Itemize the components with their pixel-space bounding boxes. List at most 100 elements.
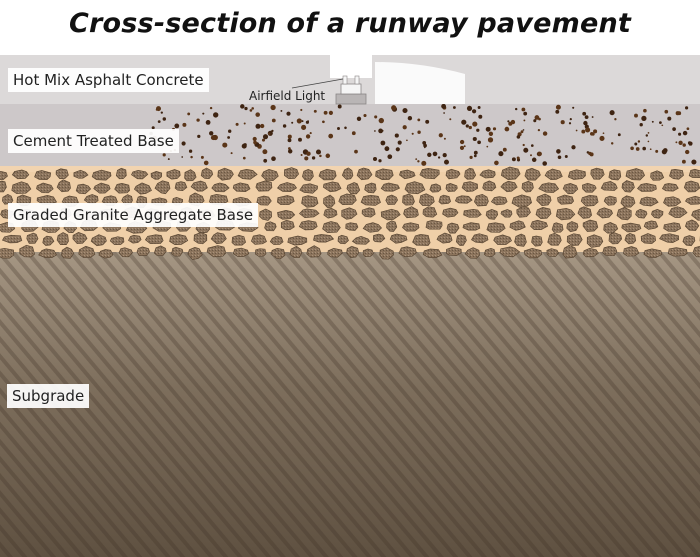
granite-stone — [643, 220, 659, 230]
aggregate-speckle — [667, 116, 672, 121]
aggregate-speckle — [263, 158, 268, 163]
granite-stone — [287, 235, 308, 246]
aggregate-speckle — [309, 132, 312, 135]
granite-stone — [667, 247, 688, 257]
aggregate-speckle — [417, 160, 420, 163]
aggregate-speckle — [687, 141, 692, 145]
aggregate-speckle — [313, 109, 317, 113]
aggregate-speckle — [417, 130, 421, 134]
granite-stone — [438, 194, 452, 205]
aggregate-speckle — [252, 136, 257, 142]
aggregate-speckle — [182, 122, 187, 127]
granite-stone — [144, 234, 164, 245]
aggregate-speckle — [235, 122, 239, 126]
granite-stone — [402, 222, 420, 232]
granite-stone — [557, 194, 574, 205]
granite-stone — [327, 248, 343, 258]
aggregate-speckle — [337, 127, 340, 130]
aggregate-speckle — [593, 129, 598, 134]
granite-stone — [523, 248, 543, 259]
aggregate-speckle — [682, 130, 688, 136]
graded-granite-aggregate-layer — [0, 162, 700, 260]
aggregate-speckle — [523, 111, 528, 116]
aggregate-speckle — [682, 143, 686, 147]
granite-stone — [115, 167, 127, 180]
aggregate-speckle — [487, 137, 494, 143]
aggregate-speckle — [609, 110, 615, 116]
granite-stone — [289, 245, 303, 259]
aggregate-speckle — [452, 106, 456, 109]
aggregate-speckle — [466, 105, 473, 111]
granite-stone — [36, 182, 54, 194]
aggregate-speckle — [196, 118, 200, 122]
granite-stone — [500, 209, 513, 218]
granite-stone — [538, 182, 560, 194]
granite-stone — [341, 167, 354, 180]
granite-stone — [217, 167, 234, 181]
aggregate-speckle — [328, 133, 334, 139]
aggregate-speckle — [262, 149, 268, 155]
aggregate-speckle — [323, 110, 328, 115]
aggregate-speckle — [686, 127, 690, 131]
granite-stone — [0, 180, 7, 193]
granite-stone — [345, 222, 359, 231]
diagram-title: Cross-section of a runway pavement — [69, 8, 631, 39]
aggregate-speckle — [681, 159, 686, 164]
granite-stone — [668, 206, 688, 218]
granite-stone — [255, 180, 273, 192]
aggregate-speckle — [533, 119, 537, 123]
granite-stone — [461, 181, 479, 192]
aggregate-speckle — [444, 159, 449, 165]
aggregate-speckle — [425, 119, 430, 124]
aggregate-speckle — [322, 120, 325, 124]
granite-stone — [562, 244, 578, 259]
aggregate-speckle — [301, 120, 304, 123]
aggregate-speckle — [280, 109, 283, 112]
aggregate-speckle — [378, 128, 383, 134]
aggregate-speckle — [459, 139, 465, 145]
aggregate-speckle — [298, 137, 302, 142]
aggregate-speckle — [197, 134, 201, 139]
aggregate-speckle — [502, 147, 507, 152]
aggregate-speckle — [427, 152, 432, 157]
granite-stone — [128, 234, 142, 244]
granite-stone — [514, 233, 527, 247]
aggregate-speckle — [271, 156, 276, 162]
aggregate-speckle — [243, 122, 246, 125]
granite-stone — [322, 181, 342, 193]
granite-stone — [364, 182, 377, 194]
aggregate-speckle — [301, 124, 307, 130]
aggregate-speckle — [675, 111, 680, 116]
granite-stone — [346, 245, 360, 258]
granite-stone — [535, 207, 552, 219]
aggregate-speckle — [421, 160, 427, 166]
granite-stone — [72, 232, 88, 245]
aggregate-speckle — [253, 140, 257, 145]
granite-stone — [322, 221, 341, 234]
granite-stone — [640, 233, 656, 245]
aggregate-speckle — [477, 140, 481, 145]
granite-stone — [210, 232, 227, 245]
aggregate-speckle — [469, 155, 473, 159]
granite-stone — [683, 180, 700, 193]
aggregate-speckle — [655, 149, 659, 153]
aggregate-speckle — [287, 134, 292, 139]
aggregate-speckle — [407, 116, 413, 121]
granite-stone — [482, 180, 497, 192]
aggregate-speckle — [515, 107, 518, 111]
aggregate-speckle — [582, 111, 587, 116]
granite-stone — [530, 219, 549, 231]
aggregate-speckle — [617, 133, 621, 137]
graded-granite-aggregate-label: Graded Granite Aggregate Base — [8, 203, 259, 227]
aggregate-speckle — [589, 152, 594, 157]
granite-stone — [351, 236, 370, 245]
aggregate-speckle — [267, 132, 271, 136]
granite-stone — [464, 167, 477, 180]
granite-stone — [663, 222, 682, 232]
aggregate-speckle — [471, 109, 477, 114]
granite-stone — [471, 233, 489, 244]
aggregate-speckle — [647, 140, 650, 143]
aggregate-speckle — [630, 146, 634, 151]
aggregate-speckle — [610, 142, 614, 145]
aggregate-speckle — [441, 103, 446, 109]
